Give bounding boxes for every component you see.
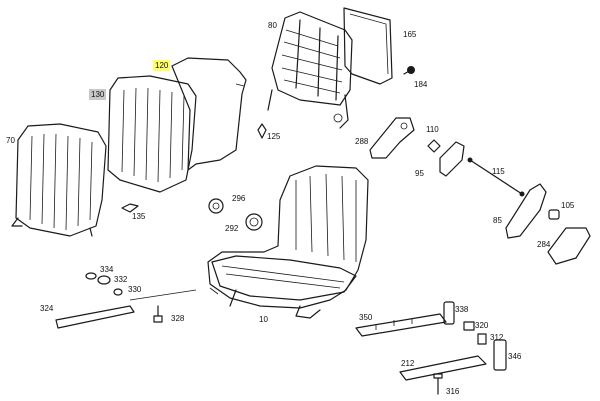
callout-292[interactable]: 292 — [225, 224, 239, 233]
callout-328[interactable]: 328 — [171, 314, 185, 323]
bolt-330[interactable] — [113, 288, 123, 296]
callout-338[interactable]: 338 — [455, 305, 469, 314]
block-346[interactable] — [493, 339, 507, 371]
bushing-338[interactable] — [443, 301, 455, 325]
hinge-95[interactable] — [439, 141, 465, 177]
backrest-cushion-130[interactable] — [107, 75, 197, 193]
callout-70[interactable]: 70 — [6, 136, 15, 145]
callout-95[interactable]: 95 — [415, 169, 424, 178]
bushing-105[interactable] — [548, 209, 560, 220]
screw-316[interactable] — [433, 373, 443, 395]
backrest-cover-120[interactable] — [171, 57, 247, 171]
leader-lines — [129, 289, 197, 301]
callout-316[interactable]: 316 — [446, 387, 460, 396]
callout-110[interactable]: 110 — [426, 125, 439, 134]
backrest-cushion-70[interactable] — [11, 123, 107, 237]
screw-184[interactable] — [403, 66, 415, 75]
bushing-110[interactable] — [427, 139, 441, 153]
bracket-288[interactable] — [369, 117, 415, 159]
callout-350[interactable]: 350 — [359, 313, 373, 322]
callout-332[interactable]: 332 — [114, 275, 128, 284]
callout-296[interactable]: 296 — [232, 194, 246, 203]
callout-10[interactable]: 10 — [259, 315, 268, 324]
screw-328[interactable] — [153, 305, 163, 323]
callout-115[interactable]: 115 — [492, 167, 505, 176]
callout-130[interactable]: 130 — [89, 89, 107, 100]
rail-212[interactable] — [399, 355, 487, 381]
rod-115[interactable] — [467, 157, 525, 197]
callout-85[interactable]: 85 — [493, 216, 502, 225]
callout-125[interactable]: 125 — [267, 132, 281, 141]
back-panel-165[interactable] — [343, 7, 393, 85]
callout-320[interactable]: 320 — [475, 321, 489, 330]
bushing-320[interactable] — [463, 321, 475, 331]
hinge-85[interactable] — [505, 183, 547, 239]
callout-284[interactable]: 284 — [537, 240, 551, 249]
callout-120-selected[interactable]: 120 — [153, 60, 171, 71]
rail-324[interactable] — [55, 305, 135, 329]
backrest-frame-80[interactable] — [267, 11, 353, 129]
callout-135[interactable]: 135 — [132, 212, 146, 221]
callout-330[interactable]: 330 — [128, 285, 142, 294]
callout-165[interactable]: 165 — [403, 30, 417, 39]
callout-324[interactable]: 324 — [40, 304, 54, 313]
nut-334[interactable] — [85, 272, 97, 280]
cover-284[interactable] — [547, 227, 591, 265]
knob-292[interactable] — [245, 213, 263, 231]
callout-346[interactable]: 346 — [508, 352, 522, 361]
callout-312[interactable]: 312 — [490, 333, 504, 342]
callout-184[interactable]: 184 — [414, 80, 428, 89]
callout-288[interactable]: 288 — [355, 137, 369, 146]
rail-350[interactable] — [355, 313, 447, 337]
callout-105[interactable]: 105 — [561, 201, 575, 210]
spacer-312[interactable] — [477, 333, 487, 345]
callout-80[interactable]: 80 — [268, 21, 277, 30]
washer-332[interactable] — [97, 275, 111, 285]
clip-125[interactable] — [257, 123, 267, 139]
callout-334[interactable]: 334 — [100, 265, 114, 274]
callout-212[interactable]: 212 — [401, 359, 415, 368]
seat-assembly-10[interactable] — [207, 165, 369, 319]
knob-296[interactable] — [208, 198, 224, 214]
clip-135[interactable] — [121, 203, 139, 213]
